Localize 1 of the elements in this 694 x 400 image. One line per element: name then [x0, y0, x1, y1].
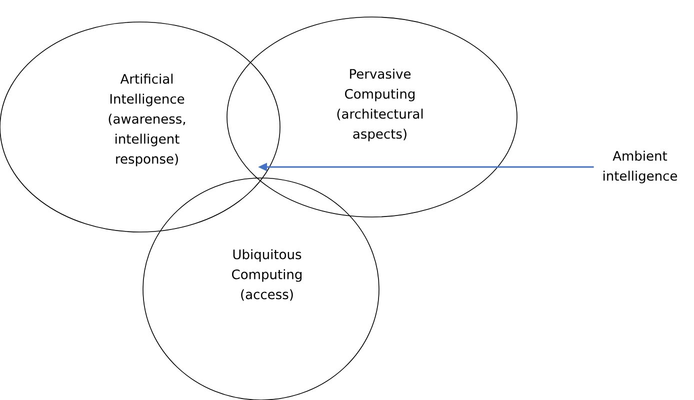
- bare-text: Ambient intelligence: [604, 150, 678, 184]
